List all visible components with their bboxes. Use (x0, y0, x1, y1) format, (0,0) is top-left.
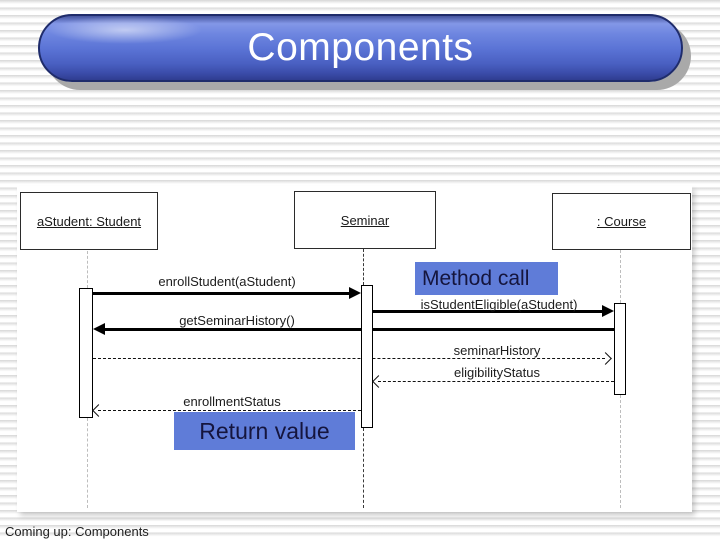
message-line-seminarhistory (93, 358, 605, 359)
slide-title-banner: Components (38, 14, 683, 82)
message-label-enrollmentstatus: enrollmentStatus (183, 394, 281, 409)
activation-course (614, 303, 626, 395)
message-line-getseminarhistory (104, 328, 614, 331)
lifeline-seminar-lower (363, 428, 364, 508)
message-label-enrollstudent: enrollStudent(aStudent) (158, 274, 296, 289)
message-label-eligibilitystatus: eligibilityStatus (454, 365, 540, 380)
arrowhead-isstudenteligible (602, 305, 614, 317)
message-label-getseminarhistory: getSeminarHistory() (179, 313, 295, 328)
lifeline-course-upper (620, 250, 621, 303)
activation-seminar (361, 285, 373, 428)
message-label-isstudenteligible: isStudentEligible(aStudent) (420, 297, 578, 312)
lifeline-astudent-lower (87, 418, 88, 508)
actor-box-seminar: Seminar (294, 191, 436, 249)
message-label-seminarhistory: seminarHistory (453, 343, 541, 358)
actor-box-course: : Course (552, 193, 691, 250)
message-line-enrollmentstatus (98, 410, 361, 411)
slide-title: Components (247, 26, 474, 69)
actor-label-seminar: Seminar (340, 212, 390, 228)
arrowhead-enrollstudent (349, 287, 361, 299)
lifeline-seminar-upper (363, 249, 364, 285)
arrowhead-getseminarhistory (93, 323, 105, 335)
footer-coming-up: Coming up: Components (5, 524, 149, 539)
message-line-isstudenteligible (373, 310, 603, 313)
message-line-enrollstudent (93, 292, 351, 295)
annotation-method-call: Method call (415, 262, 558, 295)
lifeline-astudent-upper (87, 251, 88, 288)
activation-astudent (79, 288, 93, 418)
actor-label-astudent: aStudent: Student (36, 213, 142, 229)
annotation-return-value: Return value (174, 412, 355, 450)
actor-box-astudent: aStudent: Student (20, 192, 158, 250)
lifeline-course-lower (620, 395, 621, 508)
actor-label-course: : Course (596, 214, 647, 229)
message-line-eligibilitystatus (378, 381, 614, 382)
